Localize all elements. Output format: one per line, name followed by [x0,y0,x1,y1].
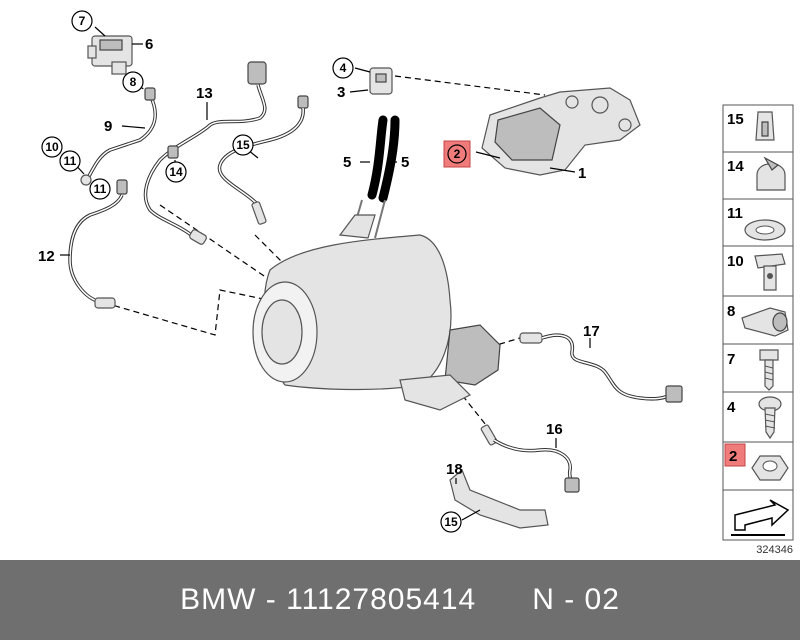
callout-18: 18 [446,461,463,478]
callout-11b: 11 [94,182,107,196]
callout-5a: 5 [343,154,351,171]
mounting-bracket-part [449,469,549,529]
arrow-symbol-icon [731,499,790,536]
sensor-wire-17-part [519,332,683,403]
legend-num-11: 11 [727,205,743,222]
image-number: 324346 [756,544,793,556]
callout-17: 17 [583,323,600,340]
callout-7: 7 [79,14,86,28]
assembly-lines [94,75,546,431]
washer-icon [744,219,786,241]
particulate-filter-part [252,214,501,411]
pressure-pipe-part [71,87,157,186]
callout-2: 2 [454,147,461,161]
legend-num-8: 8 [727,303,735,320]
exploded-parts-diagram: 7 6 8 9 10 11 11 12 13 14 15 4 3 5 5 2 1… [38,10,794,556]
sensor-wire-12-part [60,179,128,309]
callout-16: 16 [546,421,563,438]
callout-6: 6 [145,36,153,53]
callout-11a: 11 [64,154,77,168]
callout-15b: 15 [444,515,458,529]
bolt-icon [759,349,779,391]
brand-name: BMW [180,583,257,616]
actuator-part [475,87,641,176]
part-number: 11127805414 [286,583,477,616]
legend-num-2: 2 [729,448,737,465]
part-number-footer: BMW - 11127805414 N - 02 [0,560,800,640]
small-parts-legend: 15 14 11 10 8 7 [722,104,794,556]
sensor-wire-16-part [480,424,580,493]
callout-15a: 15 [236,138,250,152]
footer-gap [476,583,532,617]
legend-num-10: 10 [727,253,744,270]
pressure-sensor-part [87,26,143,75]
clip-icon [755,111,775,141]
legend-num-7: 7 [727,351,735,368]
legend-num-4: 4 [727,399,736,416]
sensor-bracket-part [349,67,393,95]
banjo-bolt-icon [754,253,786,291]
callout-14: 14 [169,165,183,179]
clamp-icon [741,307,789,337]
footer-separator-2 [277,583,286,617]
legend-highlight-2 [724,443,746,467]
legend-num-14: 14 [727,158,744,175]
callout-1: 1 [578,165,586,182]
callout-5b: 5 [401,154,409,171]
callout-labels: 7 6 8 9 10 11 11 12 13 14 15 4 3 5 5 2 1… [38,10,600,533]
hex-nut-icon [751,455,789,481]
callout-4: 4 [340,61,347,75]
callout-13: 13 [196,85,213,102]
legend-num-15: 15 [727,111,744,128]
callout-10: 10 [45,140,59,154]
callout-12: 12 [38,248,55,265]
screw-icon [758,396,782,440]
callout-3: 3 [337,84,345,101]
callout-8: 8 [130,75,137,89]
brand-separator: - [265,583,277,616]
diagram-position: N - 02 [532,583,620,616]
footer-separator [256,583,265,617]
callout-9: 9 [104,118,112,135]
hose-clamp-icon [756,156,786,191]
oxygen-sensor-wire-part [143,61,267,245]
